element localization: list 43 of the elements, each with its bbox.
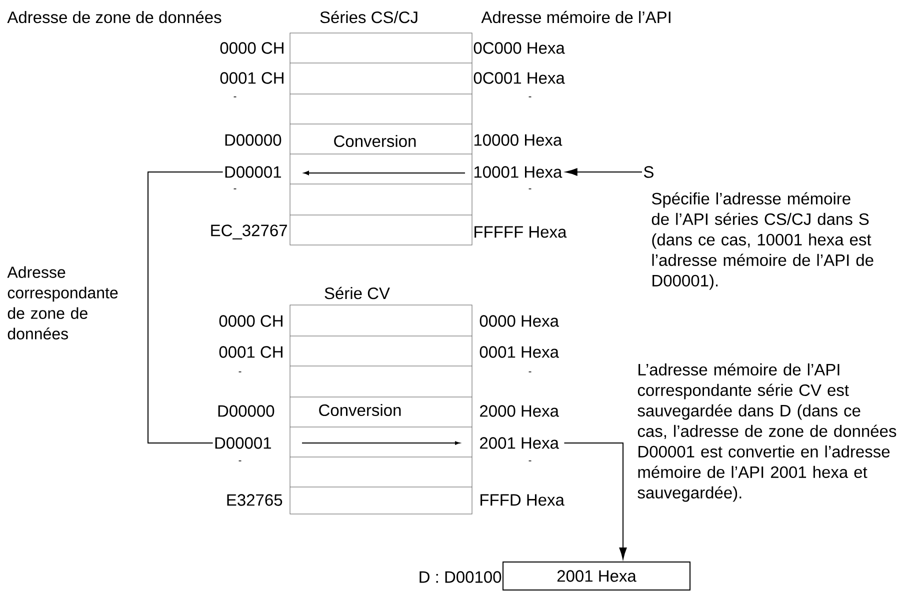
column-heading: Adresse de zone de données [7,10,222,24]
address-label: 10001 Hexa [474,166,562,178]
arrow [566,168,642,176]
arrow [564,442,627,560]
column-heading: Séries CS/CJ [320,10,418,24]
column-heading: Adresse mémoire de l’API [481,10,670,24]
row-label: D00001 [225,166,281,178]
row-label: EC_32767 [211,224,287,240]
address-label: 0C000 Hexa [474,42,565,54]
edge-label: Adresse correspondante de zone de données [7,266,118,340]
ellipsis-mark: - [528,371,532,372]
address-label: 2001 Hexa [480,437,559,449]
row-label: 0001 CH [219,346,282,358]
address-label: 10000 Hexa [474,134,562,146]
ellipsis-mark: - [528,460,532,462]
ellipsis-mark: - [528,188,532,190]
row-label: 0000 CH [219,315,282,327]
row-label: D00000 [225,134,282,146]
ellipsis-mark: - [238,460,242,462]
ellipsis-mark: - [234,188,236,190]
pointer-letter: S [644,166,654,178]
ellipsis-mark: - [528,96,532,98]
address-label: 0000 Hexa [480,315,559,327]
register-label: D : D00100 [420,571,502,583]
row-label: D00001 [215,437,271,449]
conversion-label: Conversion [319,404,401,416]
row-label: D00000 [218,405,274,417]
connector-line [148,172,224,444]
value-box: 2001 Hexa [502,562,690,590]
conversion-label: Conversion [334,134,416,148]
address-label: 0001 Hexa [480,346,559,358]
note-text: L’adresse mémoire de l’API correspondante série CV est sauvegardée dans D (dans ce cas, l’adresse de zone de données D00001 est convertie en l’adresse mémoire de l’API 2001 hexa et sauvegardée). [638,363,896,502]
row-label: 0001 CH [220,72,284,84]
address-label: 2000 Hexa [480,405,559,417]
ellipsis-mark: - [238,371,242,372]
address-label: FFFD Hexa [480,494,564,506]
column-heading: Série CV [324,286,390,300]
ellipsis-mark: - [234,96,236,98]
address-label: 0C001 Hexa [474,72,565,84]
row-label: E32765 [227,494,282,506]
address-label: FFFFF Hexa [474,226,567,238]
note-text: Spécifie l’adresse mémoire de l’API séries CS/CJ dans S (dans ce cas, 10001 hexa est l’adresse mémoire de l’API de D00001). [652,192,874,290]
row-label: 0000 CH [220,42,284,54]
